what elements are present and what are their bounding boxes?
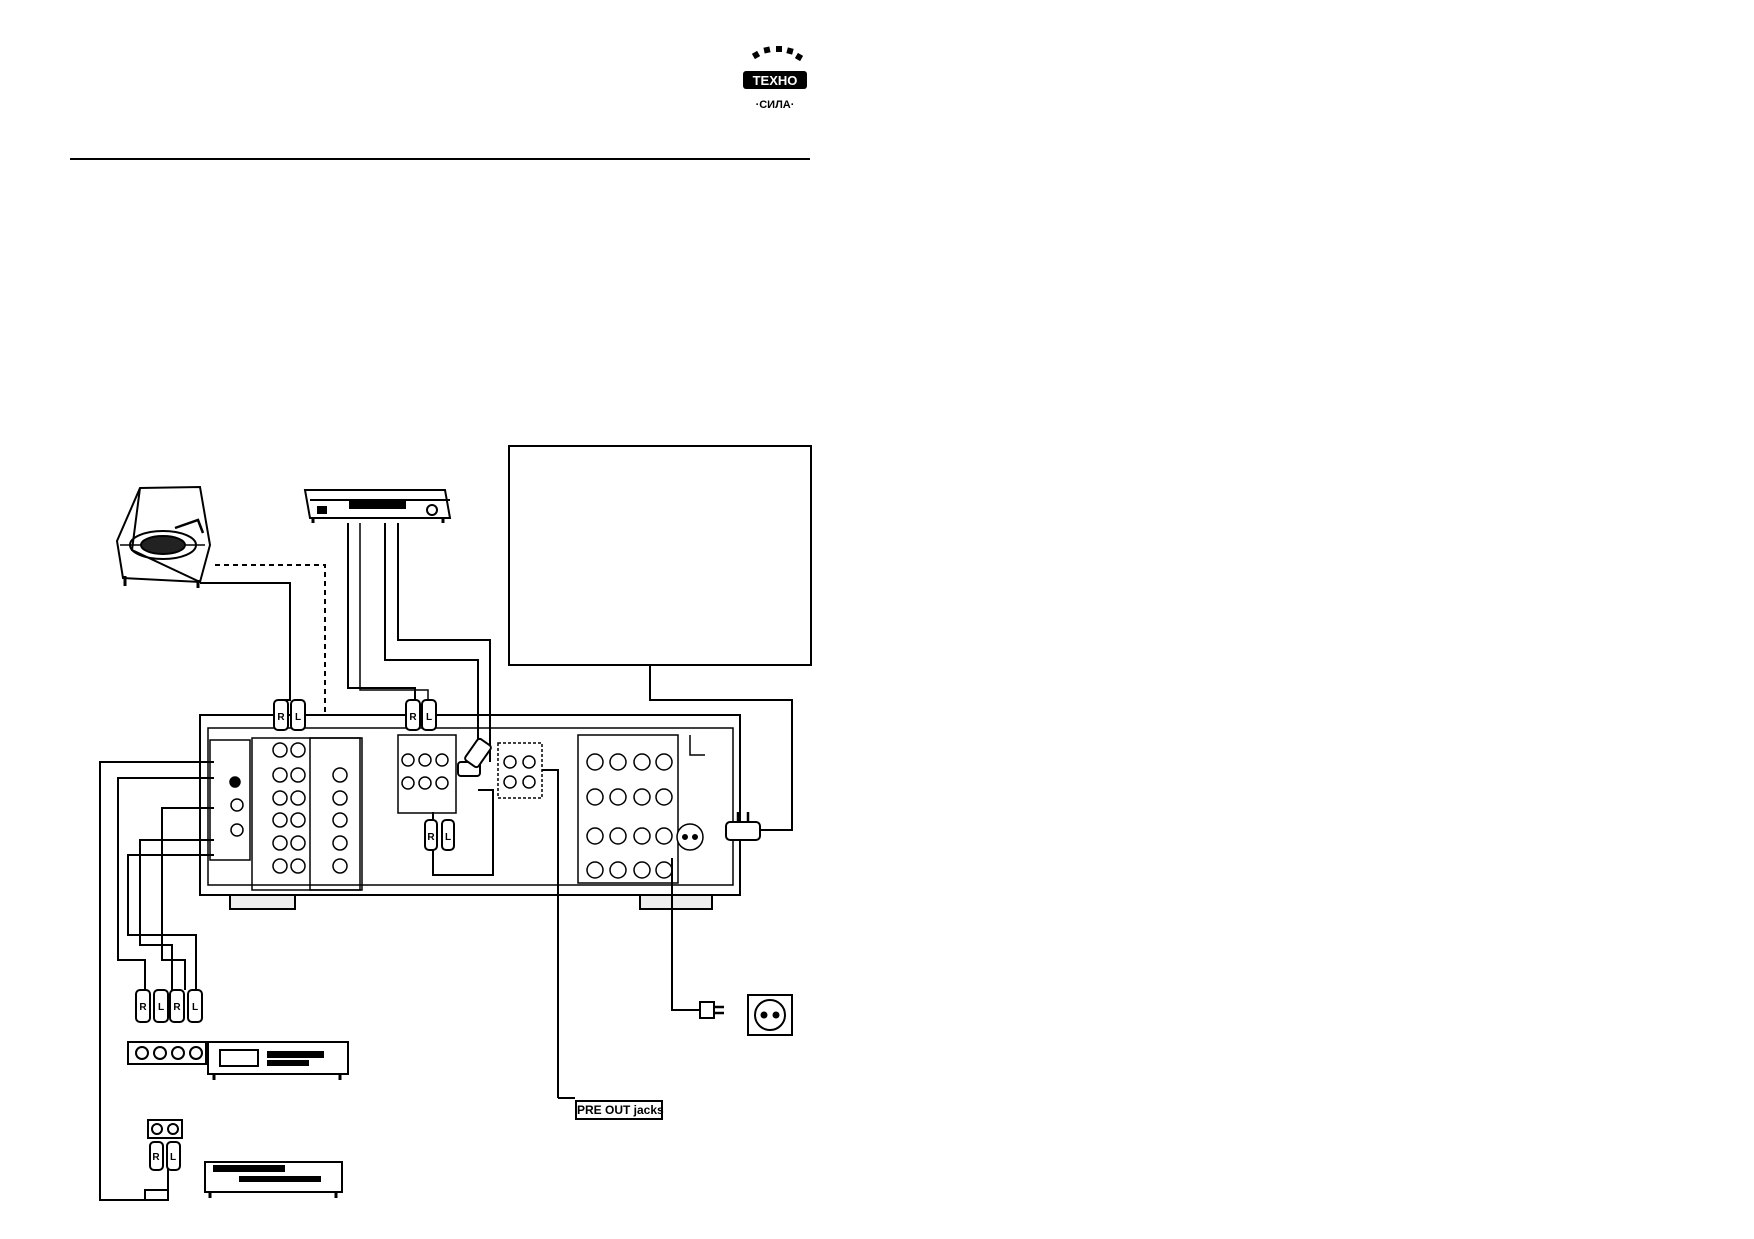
plug-letter-r: R — [139, 1002, 147, 1013]
logo-bottom-text: ·СИЛА· — [756, 99, 795, 111]
plug-letter-r: R — [427, 832, 435, 843]
plug-letter-l: L — [426, 712, 432, 723]
plug-letter-r: R — [173, 1002, 181, 1013]
plug-letter-l: L — [170, 1152, 176, 1163]
phono-plug-pair — [273, 699, 306, 731]
receiver-rear-panel — [199, 714, 741, 910]
plug-letter-l: L — [158, 1002, 164, 1013]
tuner-icon — [303, 489, 452, 523]
blank-figure-frame — [508, 445, 812, 666]
turntable-icon — [115, 485, 212, 588]
cd-plug-group — [147, 1119, 183, 1171]
plug-letter-r: R — [277, 712, 285, 723]
wall-outlet-icon — [747, 994, 793, 1036]
plug-letter-l: L — [192, 1002, 198, 1013]
cd-player-icon — [204, 1161, 343, 1198]
header-divider — [70, 158, 810, 160]
plug-letter-l: L — [445, 832, 451, 843]
logo-top-text: ТЕХНО — [753, 73, 798, 88]
pre-out-jacks-callout: PRE OUT jacks — [575, 1100, 664, 1120]
tape-plug-group — [127, 989, 207, 1065]
plug-letter-r: R — [152, 1152, 160, 1163]
tekhno-sila-logo-icon: ТЕХНО ·СИЛА· — [743, 46, 807, 111]
cassette-deck-icon — [207, 1041, 349, 1080]
plug-letter-r: R — [409, 712, 417, 723]
plug-letter-l: L — [295, 712, 301, 723]
